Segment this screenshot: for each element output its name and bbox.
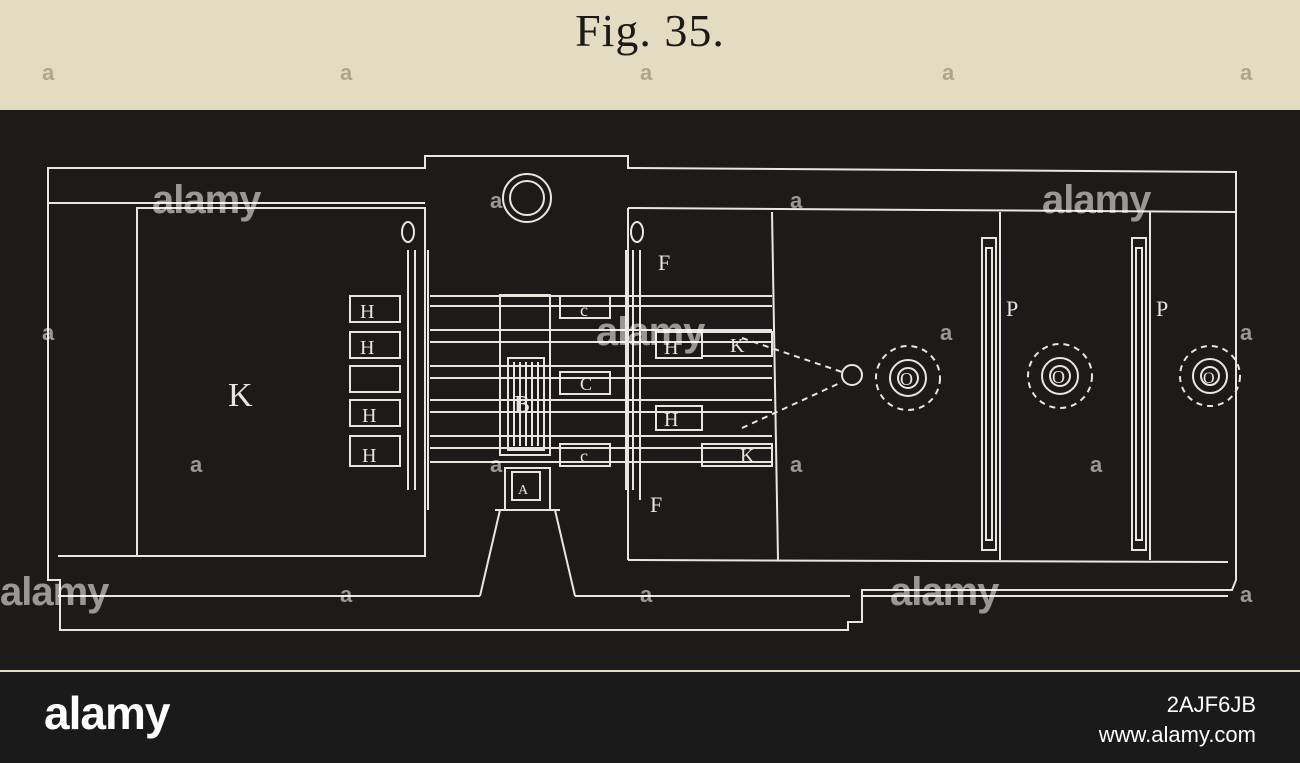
burner-2 <box>1027 343 1093 409</box>
watermark-letter: a <box>790 188 803 213</box>
watermark-letter: a <box>942 60 955 85</box>
watermark-letter: a <box>1240 320 1253 345</box>
inner-top-line <box>48 202 1237 213</box>
engraving-plate: K H H H H B A c C c F F H H K K P P O O … <box>0 110 1300 670</box>
nozzle <box>841 364 863 386</box>
h-block-2 <box>349 331 401 359</box>
label-o-3: O <box>1203 370 1215 387</box>
watermark: alamy <box>890 570 999 614</box>
label-h-4: H <box>362 445 376 467</box>
label-c-2: C <box>580 374 592 394</box>
stock-footer-bar: alamy 2AJF6JB www.alamy.com <box>0 672 1300 763</box>
label-b: B <box>514 392 530 418</box>
watermark-letter: a <box>1240 60 1253 85</box>
watermark-letter: a <box>42 320 55 345</box>
burner-1 <box>875 345 941 411</box>
left-chamber <box>136 207 426 557</box>
watermark-letter: a <box>1240 582 1253 607</box>
watermark-letter: a <box>490 452 503 477</box>
label-f-bottom: F <box>650 492 662 517</box>
p-slot-2 <box>1131 237 1147 551</box>
label-k-2: K <box>740 445 755 467</box>
stock-logo[interactable]: alamy <box>44 687 170 739</box>
watermark: alamy <box>0 570 109 614</box>
label-c-3: c <box>580 446 588 466</box>
label-h-1: H <box>360 301 374 323</box>
furnace-diagram: K H H H H B A c C c F F H H K K P P O O … <box>47 155 1241 631</box>
watermark-letter: a <box>42 60 55 85</box>
figure-title: Fig. 35. <box>575 5 725 56</box>
label-p-1: P <box>1006 296 1018 321</box>
label-k-1: K <box>730 335 745 357</box>
watermark-letter: a <box>640 60 653 85</box>
label-k-left: K <box>228 377 253 414</box>
label-h-3: H <box>362 405 376 427</box>
watermark-letter: a <box>490 188 503 213</box>
label-o-1: O <box>900 369 913 389</box>
label-a: A <box>518 483 529 498</box>
h-block-5 <box>349 435 401 467</box>
image-id: 2AJF6JB <box>1166 692 1256 717</box>
h-block-3 <box>349 365 401 393</box>
watermark-letter: a <box>340 582 353 607</box>
part-a-box <box>511 471 541 501</box>
label-h-right-2: H <box>664 409 678 431</box>
label-c-1: c <box>580 300 588 320</box>
label-h-right-1: H <box>664 337 678 359</box>
label-o-2: O <box>1052 367 1065 387</box>
outer-outline <box>47 155 1237 631</box>
watermark-letter: a <box>190 452 203 477</box>
p-slot-1 <box>981 237 997 551</box>
dashed-rays <box>741 337 843 429</box>
watermark-letter: a <box>1090 452 1103 477</box>
watermark: alamy <box>596 310 705 354</box>
label-f-top: F <box>658 250 670 275</box>
watermark-letter: a <box>940 320 953 345</box>
watermark: alamy <box>1042 178 1151 222</box>
watermark-letter: a <box>790 452 803 477</box>
pedestal <box>479 509 576 597</box>
label-p-2: P <box>1156 296 1168 321</box>
label-h-2: H <box>360 337 374 359</box>
burner-3 <box>1179 345 1241 407</box>
watermark-letter: a <box>340 60 353 85</box>
h-block-1 <box>349 295 401 323</box>
h-block-4 <box>349 399 401 427</box>
watermark-letter: a <box>640 582 653 607</box>
top-opening <box>502 173 552 223</box>
stock-url-link[interactable]: www.alamy.com <box>1098 722 1256 747</box>
watermark: alamy <box>152 178 261 222</box>
